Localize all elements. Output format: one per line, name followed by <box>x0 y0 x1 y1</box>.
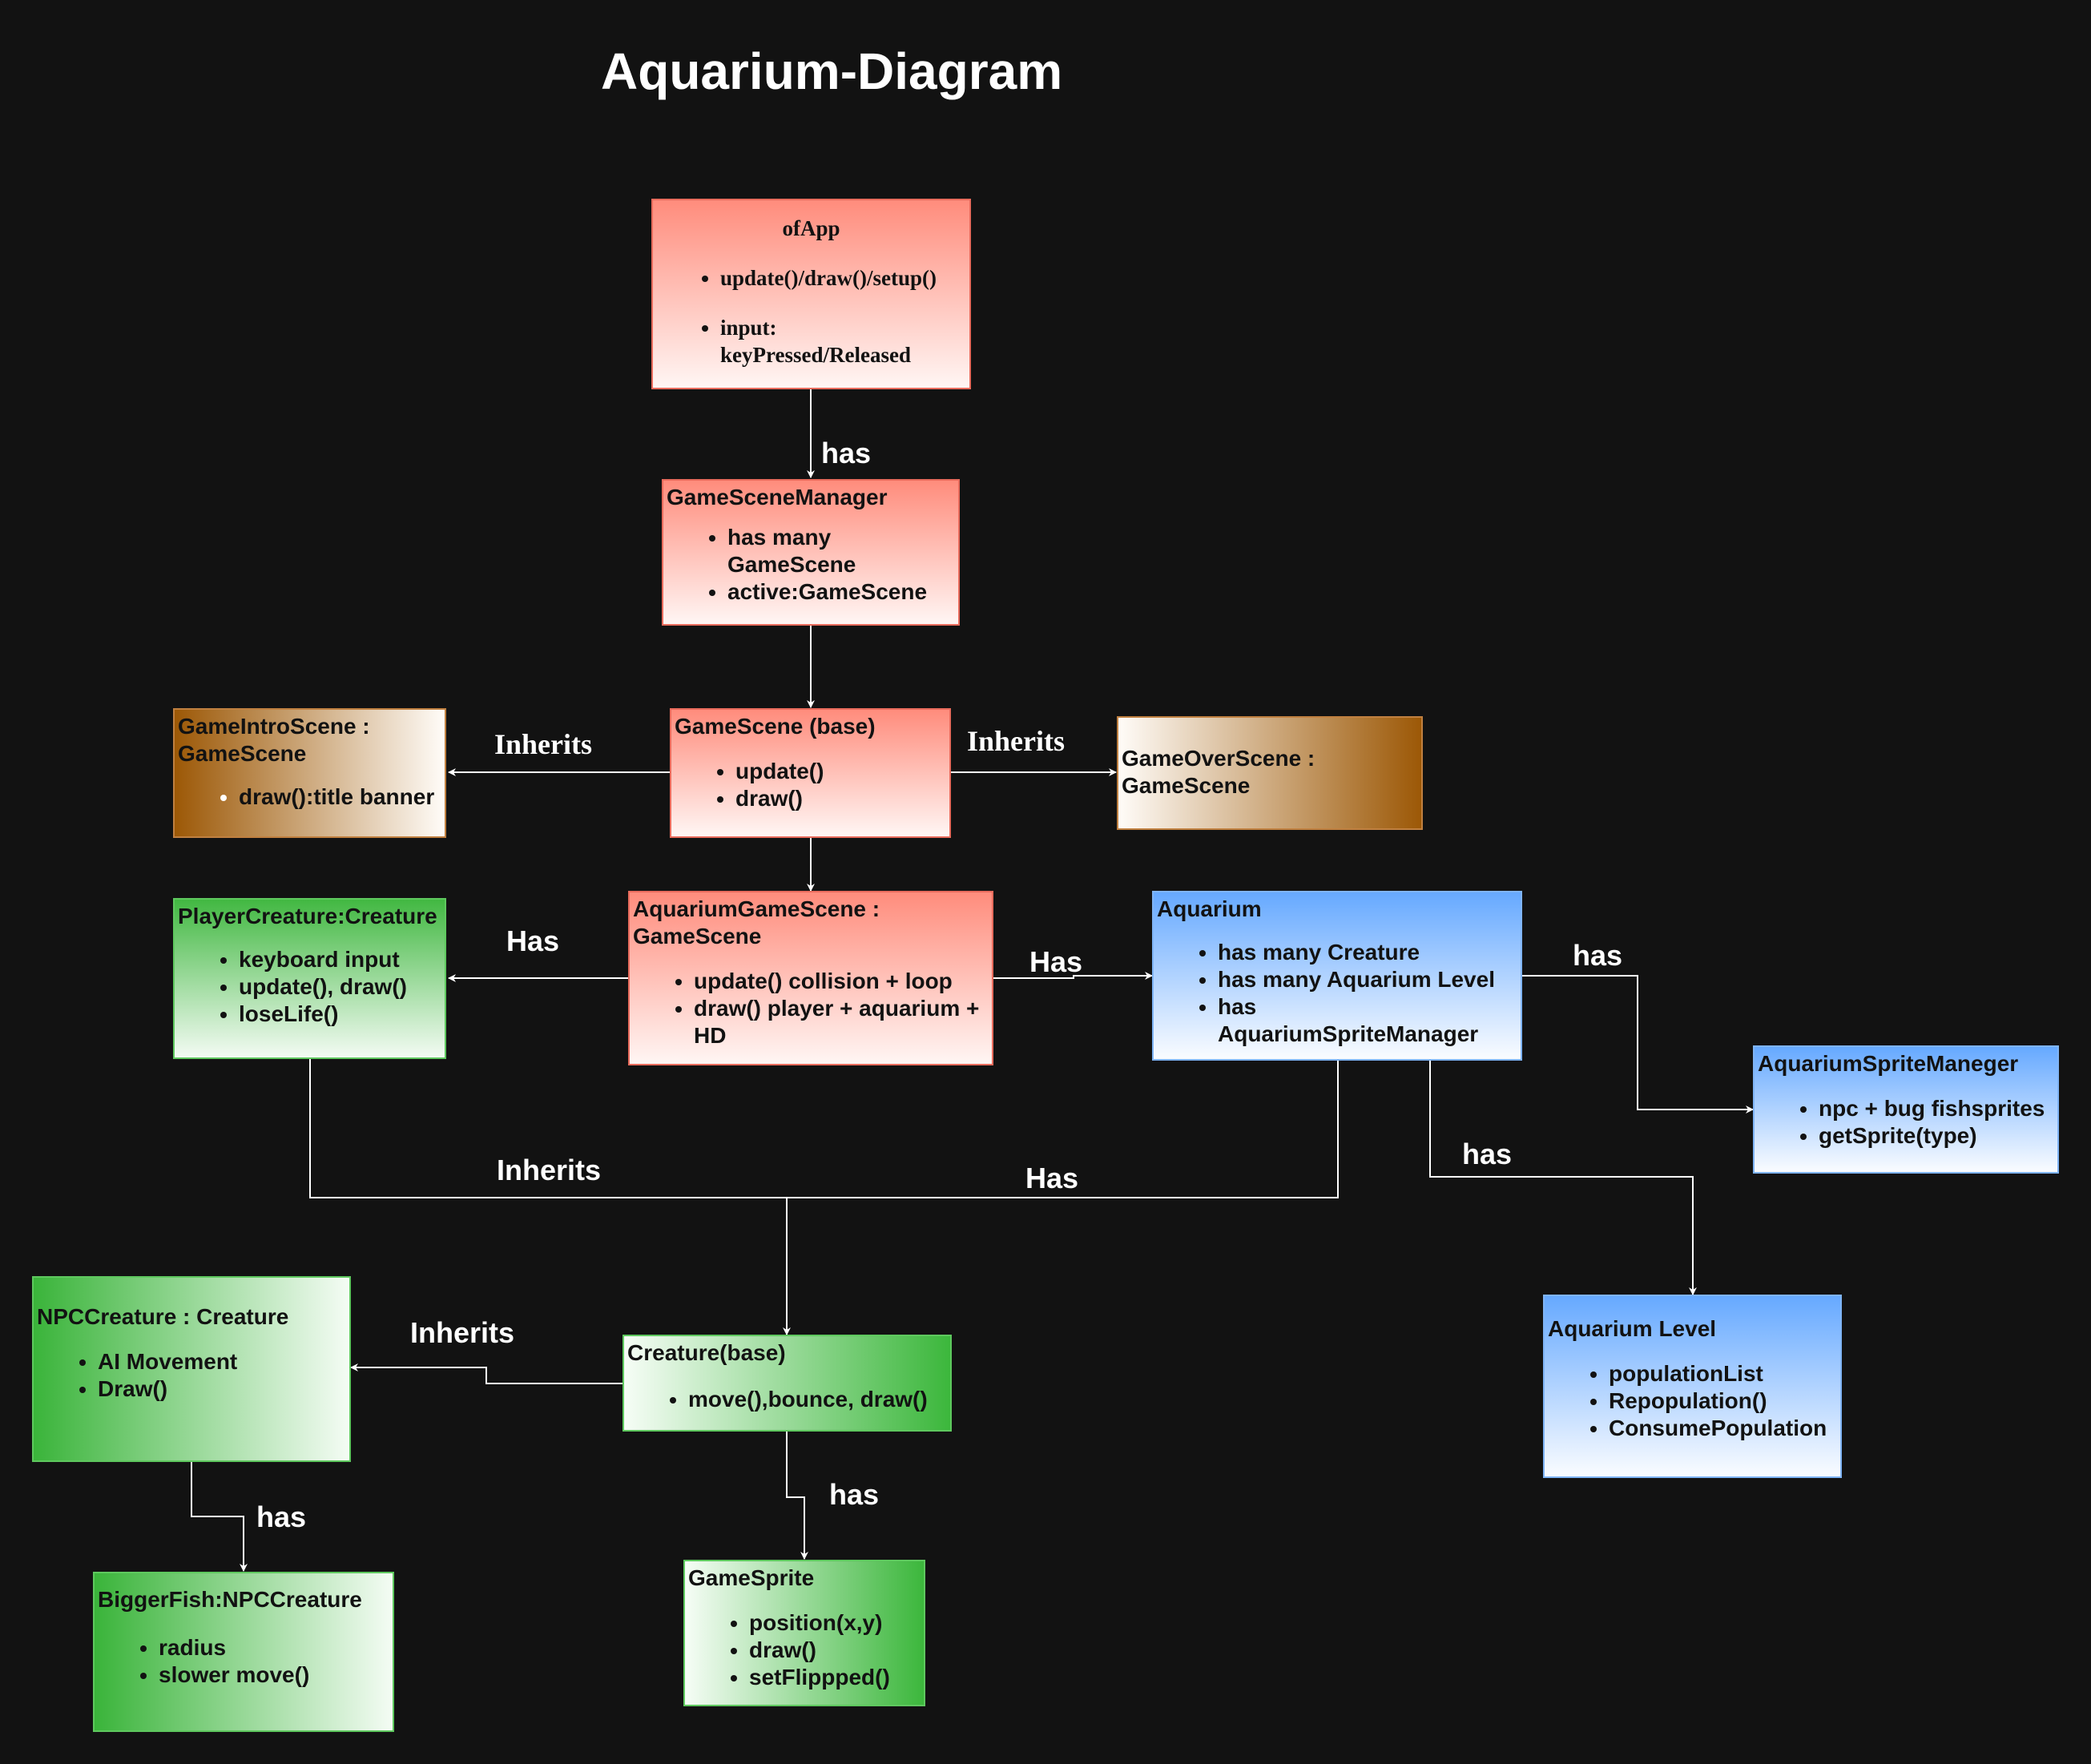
connector-creature-to-npc <box>350 1363 623 1384</box>
node-gameoverscene[interactable]: GameOverScene : GameScene <box>1117 716 1423 830</box>
node-gamescenemanager-title: GameSceneManager <box>667 485 888 509</box>
node-gameintroscene-item: draw():title banner <box>239 784 435 809</box>
node-aquariumgamescene[interactable]: AquariumGameScene : GameScene update() c… <box>628 891 993 1065</box>
node-aquariumspritemaneger-title: AquariumSpriteManeger <box>1758 1051 2019 1076</box>
node-gamescenemanager-item: active:GameScene <box>727 578 955 606</box>
connector-creature-to-gamesprite <box>786 1432 808 1560</box>
node-ofapp[interactable]: ofApp update()/draw()/setup() input: key… <box>651 199 971 389</box>
node-aquariumspritemaneger[interactable]: AquariumSpriteManeger npc + bug fishspri… <box>1753 1045 2059 1174</box>
node-gamescenemanager-list: has many GameScene active:GameScene <box>667 524 955 606</box>
connector-aquarium-to-level <box>1429 1061 1697 1295</box>
edge-label-player-has: Has <box>506 924 560 957</box>
connector-aquarium-to-spritemanager <box>1522 975 1754 1114</box>
node-gamescenemanager[interactable]: GameSceneManager has many GameScene acti… <box>662 479 960 626</box>
node-aquariumlevel-item: populationList <box>1609 1360 1837 1387</box>
node-aquarium-item: has many Aquarium Level <box>1218 966 1517 993</box>
node-biggerfish-list: radius slower move() <box>98 1634 389 1689</box>
node-aquariumlevel[interactable]: Aquarium Level populationList Repopulati… <box>1543 1295 1842 1478</box>
edge-label-spritemanager-has: has <box>1573 939 1623 972</box>
node-aquarium-title: Aquarium <box>1157 896 1262 921</box>
node-aquarium-list: has many Creature has many Aquarium Leve… <box>1157 939 1517 1048</box>
node-gamesprite-item: position(x,y) <box>749 1609 921 1637</box>
node-playercreature-list: keyboard input update(), draw() loseLife… <box>178 946 441 1028</box>
edge-label-biggerfish-has: has <box>256 1500 307 1533</box>
node-biggerfish-title: BiggerFish:NPCCreature <box>98 1587 362 1612</box>
node-aquariumgamescene-item: update() collision + loop <box>694 968 989 995</box>
node-playercreature[interactable]: PlayerCreature:Creature keyboard input u… <box>173 898 446 1059</box>
node-ofapp-list: update()/draw()/setup() input: keyPresse… <box>656 264 966 369</box>
node-biggerfish[interactable]: BiggerFish:NPCCreature radius slower mov… <box>93 1572 394 1732</box>
edge-label-aquarium-creature-has: Has <box>1025 1162 1079 1194</box>
node-aquarium[interactable]: Aquarium has many Creature has many Aqua… <box>1152 891 1522 1061</box>
node-gameintroscene-bullet: draw():title banner <box>239 783 441 811</box>
node-gamesprite-item: draw() <box>749 1637 921 1664</box>
node-gamesprite-item: setFlippped() <box>749 1664 921 1691</box>
node-aquariumlevel-item: ConsumePopulation <box>1609 1415 1837 1442</box>
node-gamescene-item: draw() <box>735 785 946 812</box>
node-npccreature-item: AI Movement <box>98 1348 346 1375</box>
node-aquariumgamescene-item: draw() player + aquarium + HD <box>694 995 989 1049</box>
node-npccreature[interactable]: NPCCreature : Creature AI Movement Draw(… <box>32 1276 351 1462</box>
node-aquariumlevel-title: Aquarium Level <box>1548 1316 1717 1341</box>
node-gameintroscene[interactable]: GameIntroScene : GameScene draw():title … <box>173 708 446 838</box>
node-creature-item: move(),bounce, draw() <box>688 1386 947 1413</box>
node-gamesprite-title: GameSprite <box>688 1565 815 1590</box>
edge-label-over-inherits: Inherits <box>967 725 1066 757</box>
node-aquariumgamescene-list: update() collision + loop draw() player … <box>633 968 989 1049</box>
connector-aquariumgamescene-to-aquarium <box>993 972 1153 980</box>
node-gamesprite-list: position(x,y) draw() setFlippped() <box>688 1609 921 1691</box>
node-ofapp-title: ofApp <box>782 216 840 240</box>
node-aquariumspritemaneger-item: getSprite(type) <box>1819 1122 2054 1150</box>
edge-label-npc-inherits: Inherits <box>410 1316 515 1349</box>
edge-label-aquarium-has: Has <box>1029 945 1083 978</box>
edge-label-ofapp-has: has <box>821 437 872 469</box>
node-ofapp-item: update()/draw()/setup() <box>720 264 966 292</box>
node-gameintroscene-title: GameIntroScene : GameScene <box>178 714 370 766</box>
node-aquariumlevel-list: populationList Repopulation() ConsumePop… <box>1548 1360 1837 1442</box>
node-npccreature-list: AI Movement Draw() <box>37 1348 346 1403</box>
edge-label-intro-inherits: Inherits <box>494 728 593 760</box>
node-playercreature-item: keyboard input <box>239 946 441 973</box>
node-aquariumgamescene-title: AquariumGameScene : GameScene <box>633 896 880 948</box>
connector-aquarium-to-creature <box>787 1061 1339 1198</box>
connector-player-to-creature <box>309 1059 787 1198</box>
node-gamescene-title: GameScene (base) <box>675 714 876 739</box>
connector-npc-to-biggerfish <box>191 1462 248 1572</box>
node-aquariumspritemaneger-list: npc + bug fishsprites getSprite(type) <box>1758 1095 2054 1150</box>
node-gameoverscene-title: GameOverScene : GameScene <box>1122 746 1315 798</box>
diagram-title: Aquarium-Diagram <box>601 42 1063 100</box>
node-gameintroscene-list: draw():title banner <box>178 783 441 811</box>
edge-label-player-inherits: Inherits <box>497 1154 602 1186</box>
edge-label-gamesprite-has: has <box>829 1478 880 1511</box>
node-creature[interactable]: Creature(base) move(),bounce, draw() <box>622 1335 952 1432</box>
node-creature-title: Creature(base) <box>627 1340 786 1365</box>
node-playercreature-item: update(), draw() <box>239 973 441 1001</box>
node-npccreature-item: Draw() <box>98 1375 346 1403</box>
node-biggerfish-item: slower move() <box>159 1661 389 1689</box>
node-gamescene-list: update() draw() <box>675 758 946 812</box>
node-aquarium-item: has AquariumSpriteManager <box>1218 993 1517 1048</box>
node-gamescene-item: update() <box>735 758 946 785</box>
node-npccreature-title: NPCCreature : Creature <box>37 1304 289 1329</box>
node-gamescenemanager-item: has many GameScene <box>727 524 955 578</box>
node-playercreature-item: loseLife() <box>239 1001 441 1028</box>
node-ofapp-item: input: keyPressed/Released <box>720 314 966 369</box>
node-gamescene[interactable]: GameScene (base) update() draw() <box>670 708 951 838</box>
node-aquarium-item: has many Creature <box>1218 939 1517 966</box>
node-creature-list: move(),bounce, draw() <box>627 1386 947 1413</box>
node-aquariumspritemaneger-item: npc + bug fishsprites <box>1819 1095 2054 1122</box>
node-aquariumlevel-item: Repopulation() <box>1609 1387 1837 1415</box>
node-gamesprite[interactable]: GameSprite position(x,y) draw() setFlipp… <box>683 1560 925 1706</box>
node-biggerfish-item: radius <box>159 1634 389 1661</box>
edge-label-level-has: has <box>1462 1138 1513 1170</box>
node-playercreature-title: PlayerCreature:Creature <box>178 904 437 928</box>
